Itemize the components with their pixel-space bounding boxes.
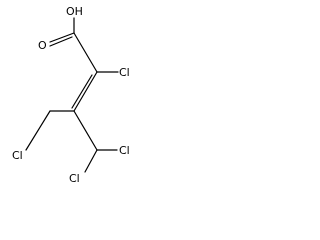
bond-c2-c3-double-b [71,74,93,109]
bond-c1-o-double-b [49,36,73,47]
bond-c2-c3-double-a [73,71,98,112]
molecule-structure: OH O Cl Cl Cl Cl [12,5,130,185]
bonds [25,17,119,173]
bond-c3-chcl2 [73,110,98,151]
atom-label-carbonyl-oxygen: O [38,39,47,52]
bond-c1-c2 [73,32,98,73]
bond-chcl2-cl-bottom [84,149,98,173]
atom-label-dichloromethyl-cl-right: Cl [119,144,130,157]
atom-labels: OH O Cl Cl Cl Cl [12,5,130,185]
atom-label-hydroxyl: OH [66,5,83,18]
bond-ch2-cl [25,110,51,151]
atom-label-chloromethyl-cl: Cl [12,149,23,162]
bond-c1-o-double-a [49,32,75,43]
atom-label-dichloromethyl-cl-bottom: Cl [69,172,80,185]
atom-label-chloro-c2: Cl [119,66,130,79]
